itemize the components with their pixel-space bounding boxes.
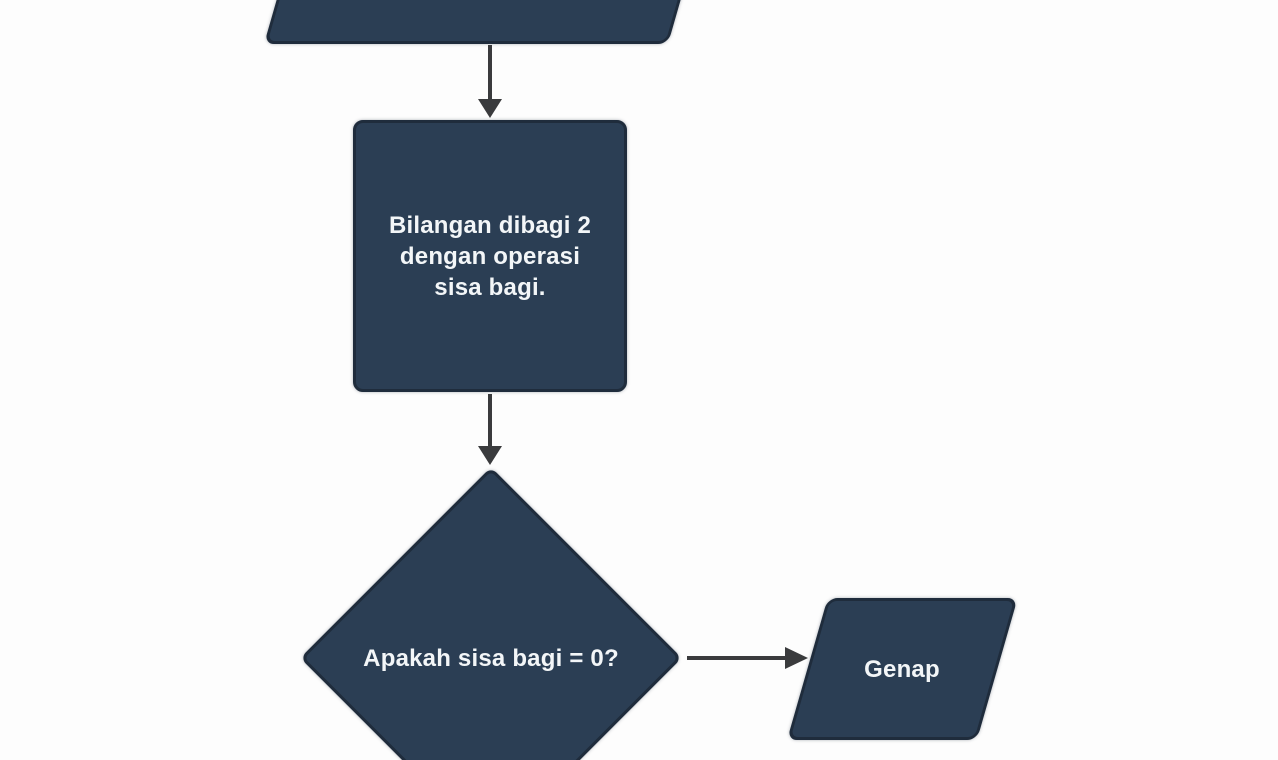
arrow-line-decision-to-genap [687,656,787,660]
arrow-line-top-to-process [488,45,492,101]
arrowhead-down-icon [478,446,502,465]
genap-label: Genap [864,655,940,683]
process-label-line-3: sisa bagi. [434,273,546,301]
io-parallelogram-top [264,0,706,44]
process-label-line-2: dengan operasi [399,242,581,270]
arrowhead-down-icon [478,99,502,118]
process-box [353,120,627,392]
process-label-line-1: Bilangan dibagi 2 [388,211,592,239]
arrowhead-right-icon [785,647,808,669]
decision-diamond [300,467,682,760]
arrow-line-process-to-decision [488,394,492,448]
decision-label: Apakah sisa bagi = 0? [363,644,619,672]
process-label: Bilangan dibagi 2 dengan operasi sisa ba… [353,120,627,392]
